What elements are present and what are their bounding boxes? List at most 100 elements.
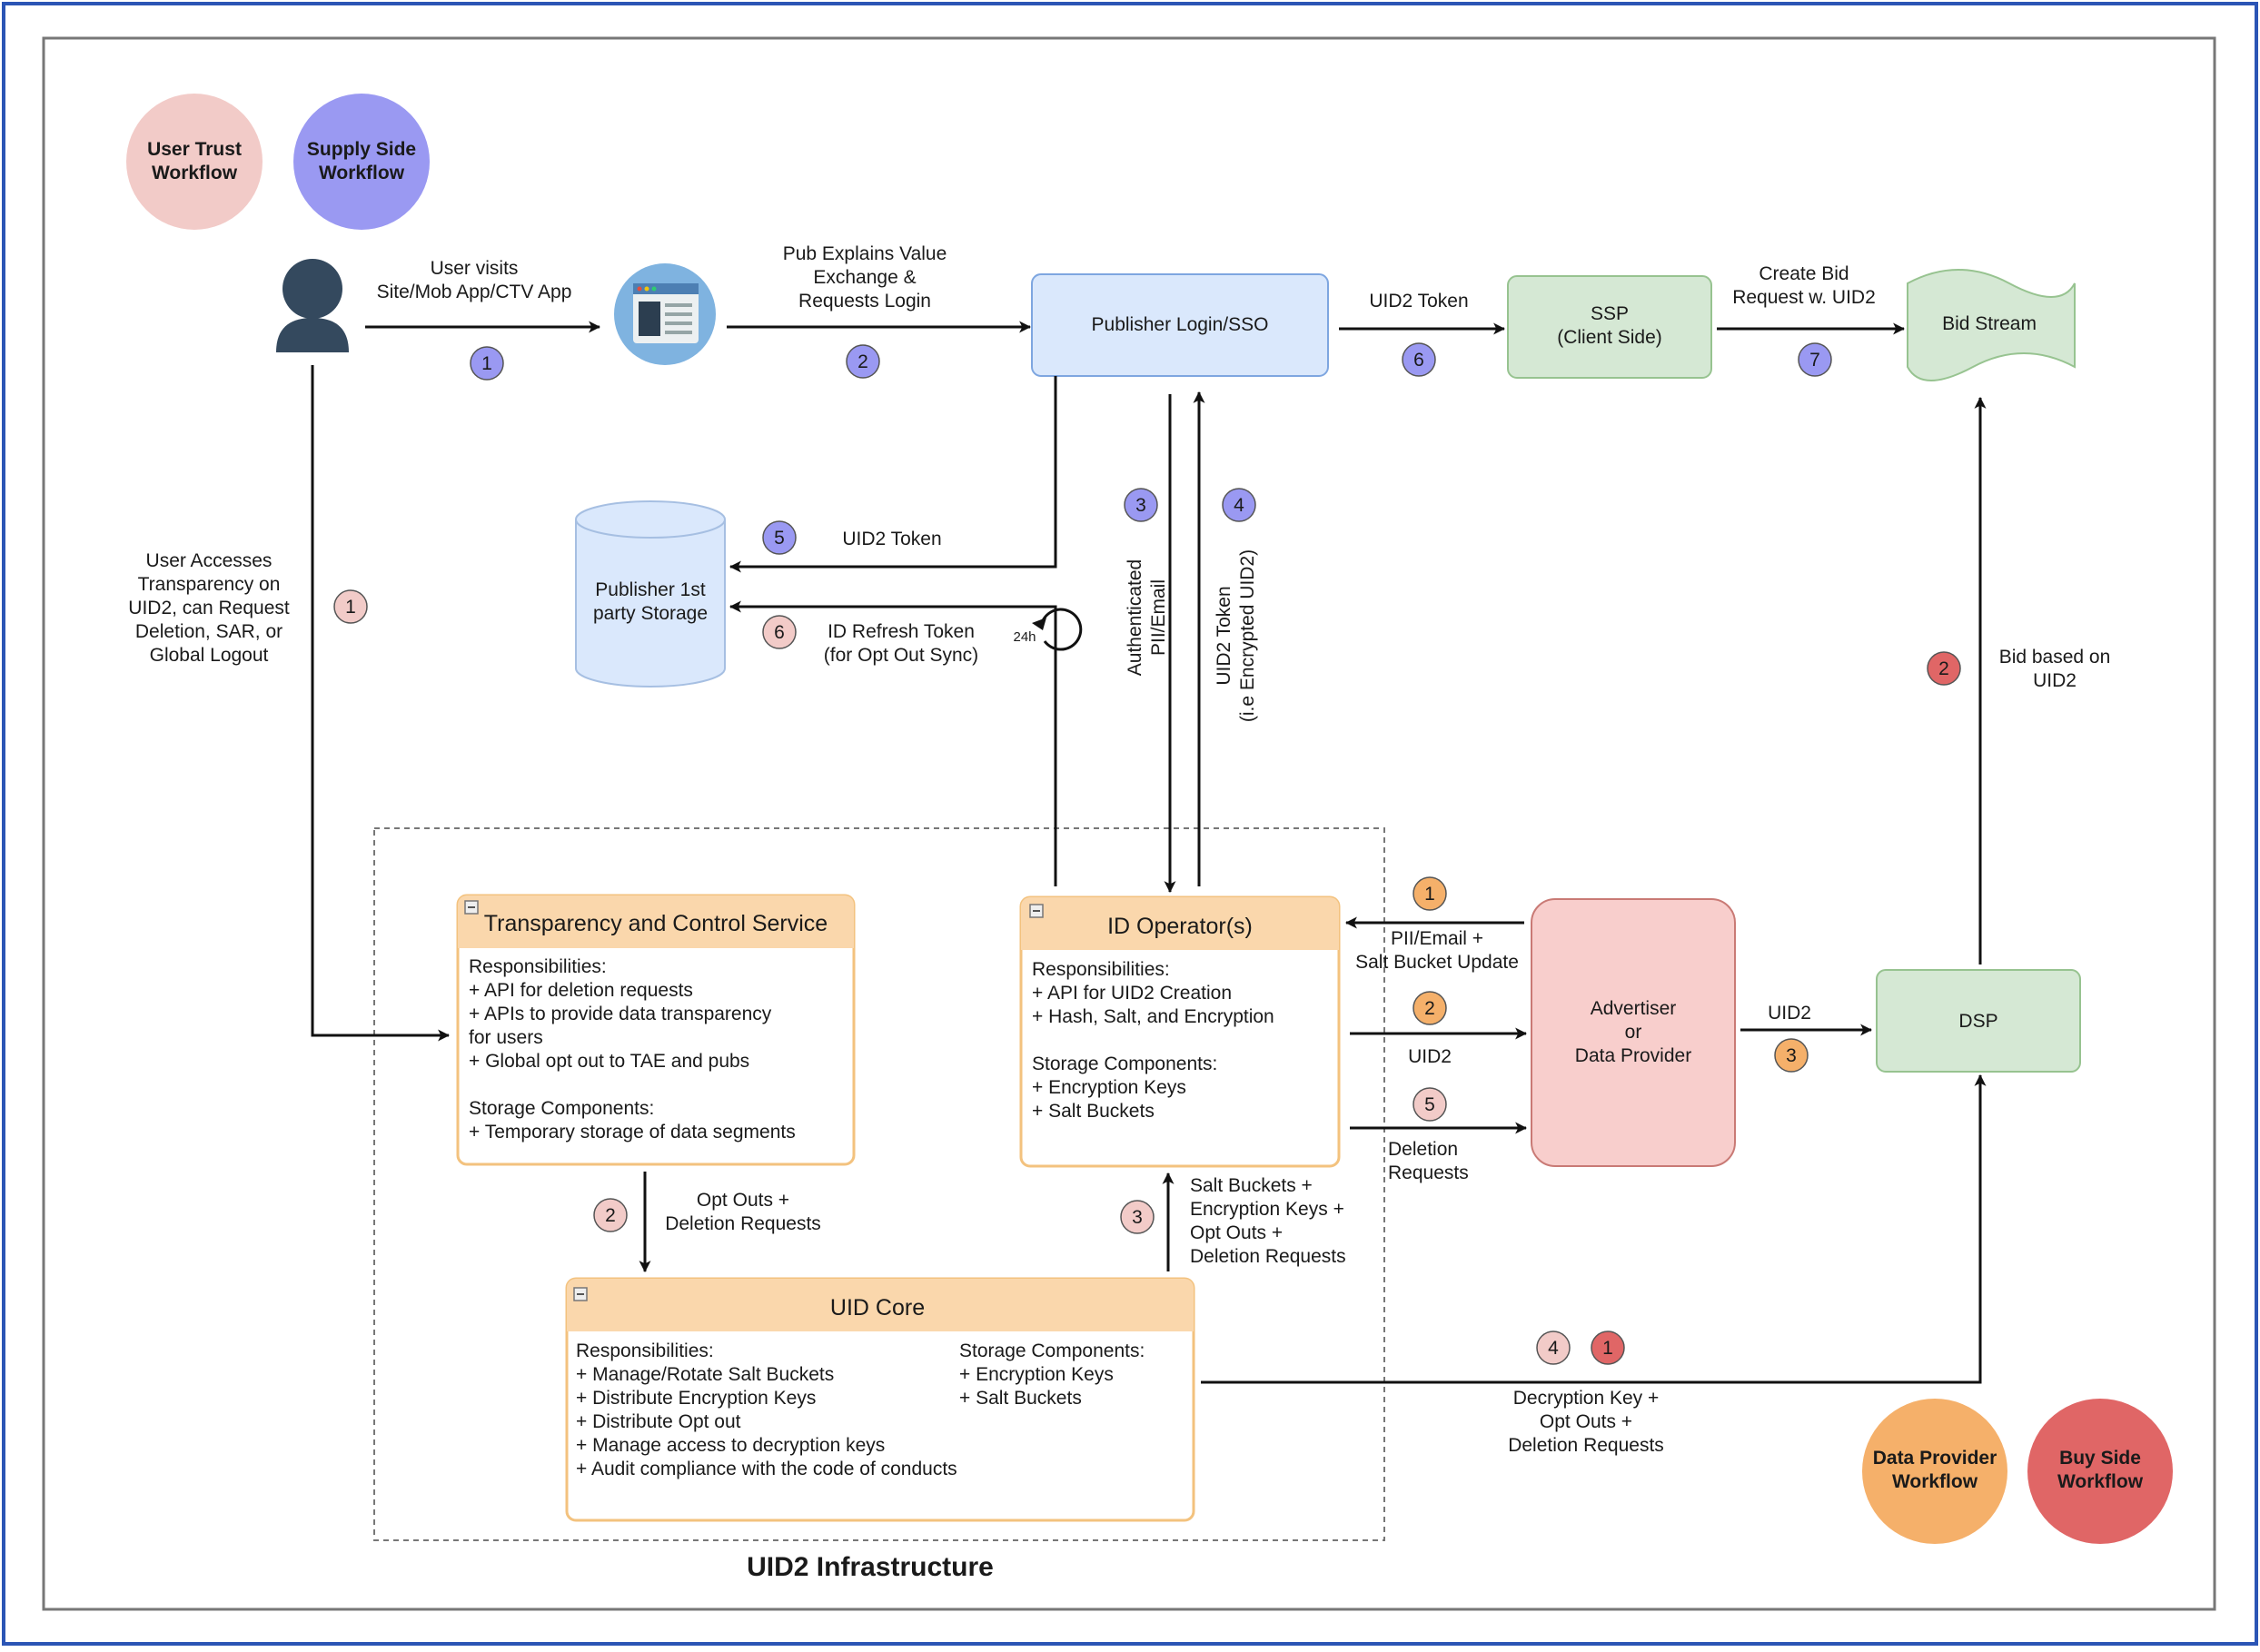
edge-label-uid2-operator-adv: UID2 — [1408, 1046, 1452, 1067]
decryption-key-line1: Decryption Key + — [1513, 1388, 1660, 1409]
salt-buckets-line3: Opt Outs + — [1190, 1222, 1283, 1243]
decryption-key-line2: Opt Outs + — [1540, 1411, 1632, 1432]
uid2-token-encrypted-line1: UID2 Token — [1214, 586, 1234, 685]
edge-label-id-refresh: ID Refresh Token (for Opt Out Sync) — [824, 621, 978, 666]
step-badge: 1 — [1591, 1331, 1625, 1365]
step-badge: 5 — [762, 520, 797, 555]
publisher-login-label: Publisher Login/SSO — [1092, 314, 1269, 335]
user-accesses-line1: User Accesses — [146, 550, 273, 571]
publisher-storage-label-line1: Publisher 1st — [595, 579, 706, 600]
edge-label-user-visits: User visits Site/Mob App/CTV App — [377, 258, 572, 302]
step-badge-number: 4 — [1548, 1338, 1559, 1359]
transparency-line: Responsibilities: — [469, 956, 607, 977]
ssp-label-line2: (Client Side) — [1557, 327, 1662, 348]
authenticated-line2: PII/Email — [1148, 579, 1169, 656]
edge-label-authenticated: Authenticated PII/Email — [1125, 559, 1169, 676]
step-badge-number: 1 — [345, 597, 356, 618]
step-badge-number: 5 — [1424, 1094, 1435, 1115]
core-right-line: + Encryption Keys — [959, 1364, 1114, 1385]
uid-core-left-lines: Responsibilities: + Manage/Rotate Salt B… — [576, 1340, 957, 1479]
publisher-login-node: Publisher Login/SSO — [1031, 273, 1329, 377]
opt-outs-line1: Opt Outs + — [697, 1190, 789, 1211]
refresh-24h-text: 24h — [1013, 629, 1036, 645]
dsp-node: DSP — [1876, 969, 2081, 1073]
bid-based-line1: Bid based on — [1999, 647, 2111, 668]
edge-label-user-accesses: User Accesses Transparency on UID2, can … — [128, 550, 290, 666]
advertiser-node: Advertiser or Data Provider — [1531, 898, 1736, 1167]
id-refresh-line2: (for Opt Out Sync) — [824, 645, 978, 666]
core-right-line: Storage Components: — [959, 1340, 1145, 1361]
user-accesses-line3: UID2, can Request — [128, 598, 290, 618]
pub-explains-line1: Pub Explains Value — [783, 243, 947, 264]
uid2-token-encrypted-line2: (i.e Encrypted UID2) — [1237, 549, 1258, 722]
legend-user-trust: User Trust Workflow — [126, 94, 263, 230]
operator-line: + API for UID2 Creation — [1032, 983, 1232, 1004]
advertiser-label-line3: Data Provider — [1575, 1045, 1691, 1066]
core-left-line: + Distribute Encryption Keys — [576, 1388, 816, 1409]
core-left-line: + Manage/Rotate Salt Buckets — [576, 1364, 834, 1385]
id-operator-title: ID Operator(s) — [1107, 914, 1253, 939]
uid-core-right-lines: Storage Components: + Encryption Keys + … — [959, 1340, 1145, 1409]
core-right-line: + Salt Buckets — [959, 1388, 1082, 1409]
infrastructure-label: UID2 Infrastructure — [747, 1552, 994, 1582]
step-badge: 2 — [1927, 651, 1961, 686]
authenticated-line1: Authenticated — [1125, 559, 1145, 676]
deletion-requests-line1: Deletion — [1388, 1139, 1458, 1160]
edge-label-uid2-adv-dsp: UID2 — [1768, 1003, 1811, 1024]
refresh-24h-icon: 24h — [1013, 608, 1083, 651]
step-badge-number: 3 — [1786, 1045, 1797, 1066]
edge-label-create-bid: Create Bid Request w. UID2 — [1732, 263, 1876, 308]
legend-supply-side-line1: Supply Side — [307, 139, 416, 160]
step-badge-number: 7 — [1809, 350, 1820, 371]
edge-label-bid-based: Bid based on UID2 — [1999, 647, 2111, 691]
edge-decryption-key — [1201, 1073, 1987, 1384]
user-accesses-line5: Global Logout — [150, 645, 269, 666]
create-bid-line1: Create Bid — [1759, 263, 1849, 284]
legend-buy-side-line2: Workflow — [2057, 1471, 2144, 1492]
step-badge-number: 6 — [774, 622, 785, 643]
bid-stream-node: Bid Stream — [1907, 269, 2076, 381]
core-left-line: Responsibilities: — [576, 1340, 714, 1361]
step-badge-number: 5 — [774, 528, 785, 549]
step-badge-number: 1 — [1602, 1338, 1613, 1359]
edge-id-refresh — [729, 600, 1057, 886]
step-badge: 2 — [846, 344, 880, 379]
step-badge: 6 — [762, 615, 797, 649]
legend-data-provider-line2: Workflow — [1892, 1471, 1978, 1492]
edge-label-opt-outs: Opt Outs + Deletion Requests — [665, 1190, 821, 1234]
edge-token-to-storage — [729, 376, 1057, 573]
operator-line: + Salt Buckets — [1032, 1101, 1155, 1122]
step-badge-number: 2 — [1938, 658, 1949, 679]
core-left-line: + Distribute Opt out — [576, 1411, 741, 1432]
step-badge-number: 3 — [1132, 1207, 1143, 1228]
step-badge-number: 4 — [1234, 495, 1244, 516]
edge-label-uid2-token-encrypted: UID2 Token (i.e Encrypted UID2) — [1214, 549, 1258, 722]
ssp-label-line1: SSP — [1591, 303, 1629, 324]
uid2-infrastructure-boundary — [373, 827, 1385, 1541]
edge-label-salt-buckets: Salt Buckets + Encryption Keys + Opt Out… — [1190, 1175, 1346, 1267]
user-visits-line2: Site/Mob App/CTV App — [377, 282, 572, 302]
edge-label-uid2-token-ssp: UID2 Token — [1369, 291, 1468, 312]
legend-supply-side-line2: Workflow — [319, 163, 405, 183]
legend-supply-side: Supply Side Workflow — [293, 94, 430, 230]
step-badge: 3 — [1120, 1200, 1155, 1234]
user-icon — [276, 259, 349, 352]
step-badge-number: 2 — [1424, 998, 1435, 1019]
step-badge: 1 — [470, 346, 504, 381]
salt-buckets-line1: Salt Buckets + — [1190, 1175, 1313, 1196]
step-badge: 3 — [1124, 488, 1158, 522]
step-badge: 1 — [1412, 876, 1447, 911]
step-badge: 2 — [1412, 991, 1447, 1025]
deletion-requests-line2: Requests — [1388, 1162, 1469, 1183]
inner-frame — [42, 36, 2216, 1611]
step-badge: 4 — [1536, 1331, 1571, 1365]
core-left-line: + Audit compliance with the code of cond… — [576, 1459, 957, 1479]
step-badge: 2 — [593, 1198, 628, 1232]
publisher-storage-node: Publisher 1st party Storage — [575, 500, 726, 688]
website-icon — [614, 263, 716, 365]
salt-buckets-line2: Encryption Keys + — [1190, 1199, 1344, 1220]
step-badge-number: 6 — [1413, 350, 1424, 371]
pii-email-line2: Salt Bucket Update — [1355, 952, 1519, 973]
